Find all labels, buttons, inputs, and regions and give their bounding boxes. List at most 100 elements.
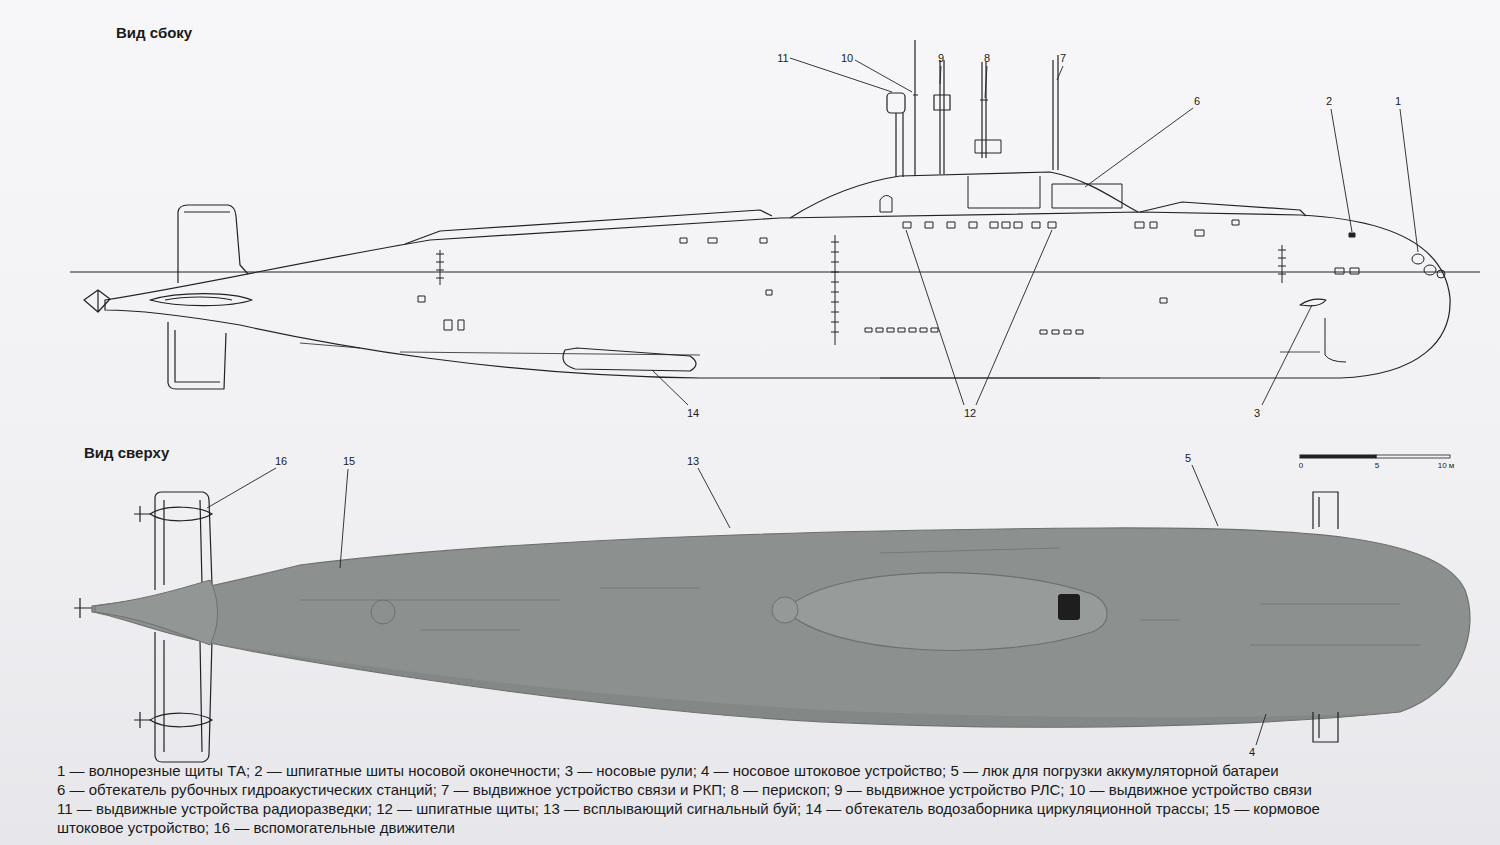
leader-lines <box>207 465 1266 745</box>
scupper-shields <box>1048 222 1056 228</box>
callout-number: 9 <box>937 52 945 65</box>
stern-planes <box>155 632 212 762</box>
radio-mast <box>887 93 905 113</box>
legend-text: штоковое устройство; 16 — вспомогательны… <box>57 819 455 836</box>
scupper-shields <box>766 290 772 295</box>
scupper-shields <box>444 320 452 330</box>
bow-planes <box>1313 492 1338 529</box>
lower-stern-fin <box>168 322 226 389</box>
callout-number: 4 <box>1248 746 1256 759</box>
scupper-shields <box>458 320 464 330</box>
callout-number: 7 <box>1059 52 1067 65</box>
torpedo-shutters <box>1412 254 1424 264</box>
scupper-shields <box>1032 222 1040 228</box>
scupper-shields <box>1350 268 1359 274</box>
scupper-shields <box>1002 222 1010 228</box>
sail-top <box>785 573 1107 651</box>
callout-number: 16 <box>274 455 288 468</box>
water-intake-fairing <box>563 348 696 371</box>
waterline <box>70 272 1480 273</box>
seam-lines <box>300 343 1320 378</box>
scupper-shields <box>909 328 916 332</box>
scupper-shields <box>903 222 911 228</box>
scale-label: 5 <box>1375 461 1379 470</box>
scupper-shields <box>680 238 687 243</box>
scupper-shields <box>898 328 905 332</box>
side-view <box>70 40 1480 405</box>
top-view <box>74 455 1470 762</box>
callout-number: 8 <box>983 52 991 65</box>
stern-planes <box>150 507 212 521</box>
hatch-hole <box>1058 594 1080 620</box>
scupper-shields <box>876 328 883 332</box>
scupper-shields <box>1335 268 1344 274</box>
legend-text: 1 — волнорезные щиты ТА; 2 — шпигатные ш… <box>57 762 1279 779</box>
scupper-shields <box>969 222 977 228</box>
bow-planes <box>1313 712 1338 742</box>
callout-number: 1 <box>1394 95 1402 108</box>
scupper-shields <box>920 328 927 332</box>
model-hull <box>92 528 1470 727</box>
propeller <box>84 290 110 312</box>
upper-stern-fin <box>178 205 248 283</box>
legend-text: 6 — обтекатель рубочных гидроакустически… <box>57 781 1312 798</box>
scupper-shields <box>1150 222 1157 228</box>
view-heading: Вид сверху <box>84 444 169 461</box>
scupper-shields <box>887 328 894 332</box>
scupper-shields <box>1135 222 1144 228</box>
stern-planes <box>150 713 212 727</box>
scale-bar <box>1376 455 1450 458</box>
bow-fairing <box>1325 318 1346 362</box>
scale-bar <box>1300 455 1450 458</box>
torpedo-shutters <box>1412 254 1445 278</box>
stern-cone <box>95 580 218 645</box>
scupper-shields <box>708 238 717 243</box>
scupper-shields <box>1195 230 1204 236</box>
draft-marks <box>436 235 1286 345</box>
callout-number: 2 <box>1325 95 1333 108</box>
scupper-shields <box>925 222 933 228</box>
flag <box>975 140 1001 153</box>
scale-bar <box>1300 455 1376 458</box>
scale-label: 0 <box>1299 461 1303 470</box>
scupper-shields <box>931 328 938 332</box>
scupper-shields <box>418 220 1359 334</box>
bow-planes <box>1313 492 1338 742</box>
sail-detail <box>880 176 1040 212</box>
view-heading: Вид сбоку <box>116 24 192 41</box>
scupper-shields <box>1052 330 1059 334</box>
bow-plane <box>1300 299 1326 306</box>
sail-fairing <box>1052 184 1122 208</box>
scupper-shields <box>1232 220 1239 225</box>
hull-outline <box>105 212 1450 378</box>
callout-number: 5 <box>1184 452 1192 465</box>
scupper-shields <box>1349 233 1355 237</box>
scupper-shields <box>947 222 955 228</box>
model-shading <box>200 641 1400 727</box>
masts <box>896 40 1058 177</box>
scupper-shields <box>418 296 425 302</box>
callout-number: 6 <box>1193 95 1201 108</box>
callout-number: 10 <box>840 52 854 65</box>
scupper-shields <box>865 328 872 332</box>
deck-casing <box>405 202 1306 244</box>
callout-number: 12 <box>963 407 977 420</box>
hull-ring <box>371 600 395 624</box>
leader-lines <box>652 58 1418 405</box>
legend-text: 11 — выдвижные устройства радиоразведки;… <box>57 800 1320 817</box>
callout-number: 14 <box>686 407 700 420</box>
sail <box>790 172 1138 218</box>
callout-number: 13 <box>686 455 700 468</box>
signal-buoy <box>772 597 798 623</box>
scupper-shields <box>760 238 767 243</box>
scupper-shields <box>1160 298 1167 303</box>
callout-number: 11 <box>776 52 789 65</box>
scupper-shields <box>990 222 998 228</box>
scupper-shields <box>1014 222 1022 228</box>
stern-fairing <box>150 294 252 306</box>
scale-label: 10 м <box>1438 461 1455 470</box>
torpedo-shutters <box>1437 270 1445 278</box>
callout-number: 15 <box>342 455 356 468</box>
scupper-shields <box>1040 330 1047 334</box>
